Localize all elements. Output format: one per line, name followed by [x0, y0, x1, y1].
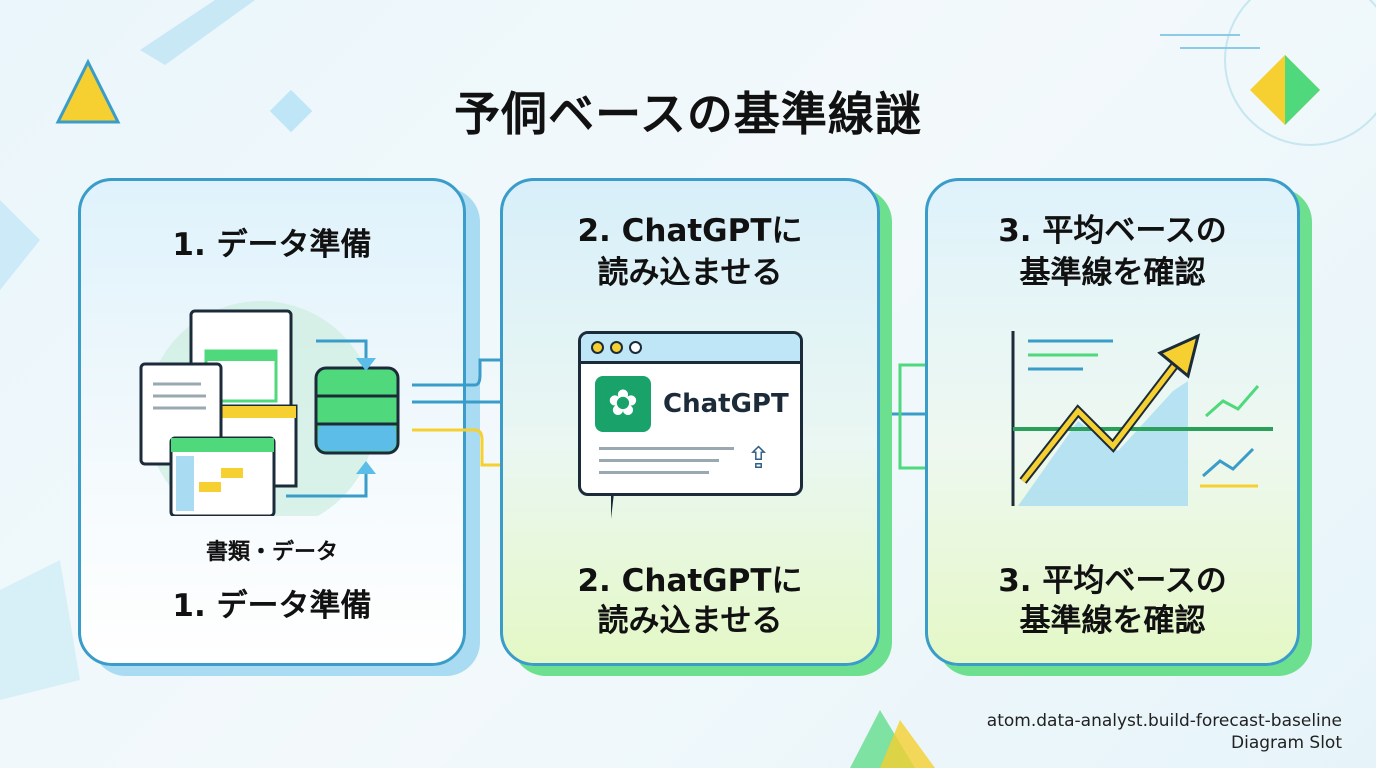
- documents-data-illustration: [139, 301, 400, 516]
- step-2-bottom-line1: 2. ChatGPTに: [577, 563, 803, 599]
- step-3-bottom-line2: 基準線を確認: [1019, 603, 1206, 639]
- documents-caption: 書類・データ: [205, 540, 338, 565]
- step-1-title: 1. データ準備: [172, 227, 372, 263]
- baseline-chart-illustration: [1011, 331, 1273, 506]
- step-3-bottom-line1: 3. 平均ベースの: [998, 563, 1227, 599]
- chatgpt-window-illustration: ✿ ChatGPT ⇪: [578, 331, 803, 519]
- step-3-panel: 3. 平均ベースの 基準線を確認 3. 平均ベースの 基準線を確認: [925, 178, 1300, 666]
- step-3-title-line1: 3. 平均ベースの: [998, 213, 1227, 249]
- window-dot-icon: [591, 341, 604, 354]
- chatgpt-label: ChatGPT: [663, 389, 789, 419]
- footer-slug: atom.data-analyst.build-forecast-baselin…: [986, 711, 1342, 731]
- step-2-panel: 2. ChatGPTに 読み込ませる ✿ ChatGPT ⇪ 2. ChatGP…: [500, 178, 880, 666]
- chatgpt-logo-icon: ✿: [595, 376, 651, 432]
- step-2-bottom-line2: 読み込ませる: [597, 603, 783, 639]
- step-1-bottom-label: 1. データ準備: [172, 588, 372, 624]
- step-2-title-line2: 読み込ませる: [597, 255, 783, 291]
- window-dot-icon: [629, 341, 642, 354]
- footer-slot-label: Diagram Slot: [1231, 733, 1342, 753]
- upload-icon: ⇪: [746, 441, 772, 476]
- step-1-panel: 1. データ準備 書類・データ 1. データ準備: [78, 178, 466, 666]
- footer: atom.data-analyst.build-forecast-baselin…: [987, 710, 1342, 754]
- window-dot-icon: [610, 341, 623, 354]
- step-2-title-line1: 2. ChatGPTに: [577, 213, 803, 249]
- step-3-title-line2: 基準線を確認: [1019, 255, 1206, 291]
- page-title: 予侗ベースの基準線謎: [454, 87, 922, 141]
